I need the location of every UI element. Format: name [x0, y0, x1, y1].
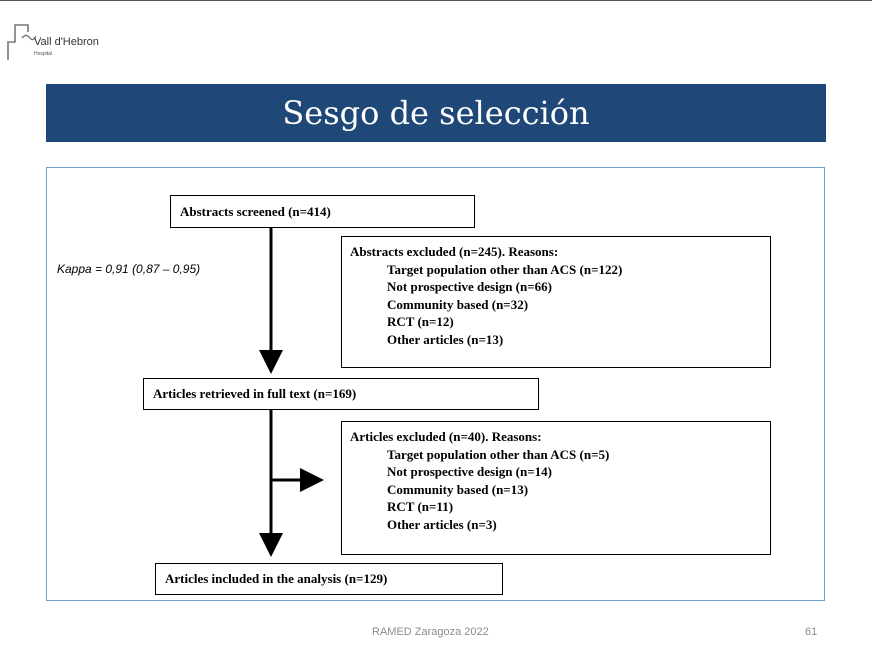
articles-excluded-box: Articles excluded (n=40). Reasons: Targe… — [341, 421, 771, 555]
flowchart-frame — [46, 167, 825, 601]
articles-excluded-reason: Not prospective design (n=14) — [387, 464, 552, 479]
articles-excluded-reason: Target population other than ACS (n=5) — [387, 446, 610, 462]
abstracts-excluded-heading: Abstracts excluded (n=245). Reasons: — [350, 244, 559, 259]
articles-excluded-reason: Other articles (n=3) — [387, 516, 497, 532]
top-rule — [0, 0, 872, 1]
abstracts-excluded-reason: Other articles (n=13) — [387, 331, 504, 347]
hospital-logo: Vall d'Hebron Hospital — [6, 20, 126, 65]
abstracts-excluded-reason: Community based (n=32) — [387, 296, 529, 312]
abstracts-excluded-reason: RCT (n=12) — [387, 314, 454, 329]
slide-title: Sesgo de selección — [46, 84, 826, 142]
articles-excluded-heading: Articles excluded (n=40). Reasons: — [350, 429, 542, 444]
articles-excluded-reason: Community based (n=13) — [387, 481, 529, 497]
footer-text: RAMED Zaragoza 2022 — [372, 626, 489, 638]
articles-retrieved-box: Articles retrieved in full text (n=169) — [143, 378, 539, 410]
articles-included-box: Articles included in the analysis (n=129… — [155, 563, 503, 595]
logo-name: Vall d'Hebron — [34, 36, 99, 48]
kappa-statistic: Kappa = 0,91 (0,87 – 0,95) — [57, 262, 201, 276]
logo-subtitle: Hospital — [34, 51, 53, 57]
abstracts-screened-box: Abstracts screened (n=414) — [170, 195, 475, 228]
hospital-logo-icon — [7, 24, 36, 60]
articles-excluded-reason: RCT (n=11) — [387, 499, 454, 514]
page-number: 61 — [805, 626, 818, 638]
abstracts-excluded-box: Abstracts excluded (n=245). Reasons: Tar… — [341, 236, 771, 368]
abstracts-excluded-reason: Not prospective design (n=66) — [387, 279, 552, 294]
abstracts-excluded-reason: Target population other than ACS (n=122) — [387, 261, 623, 277]
